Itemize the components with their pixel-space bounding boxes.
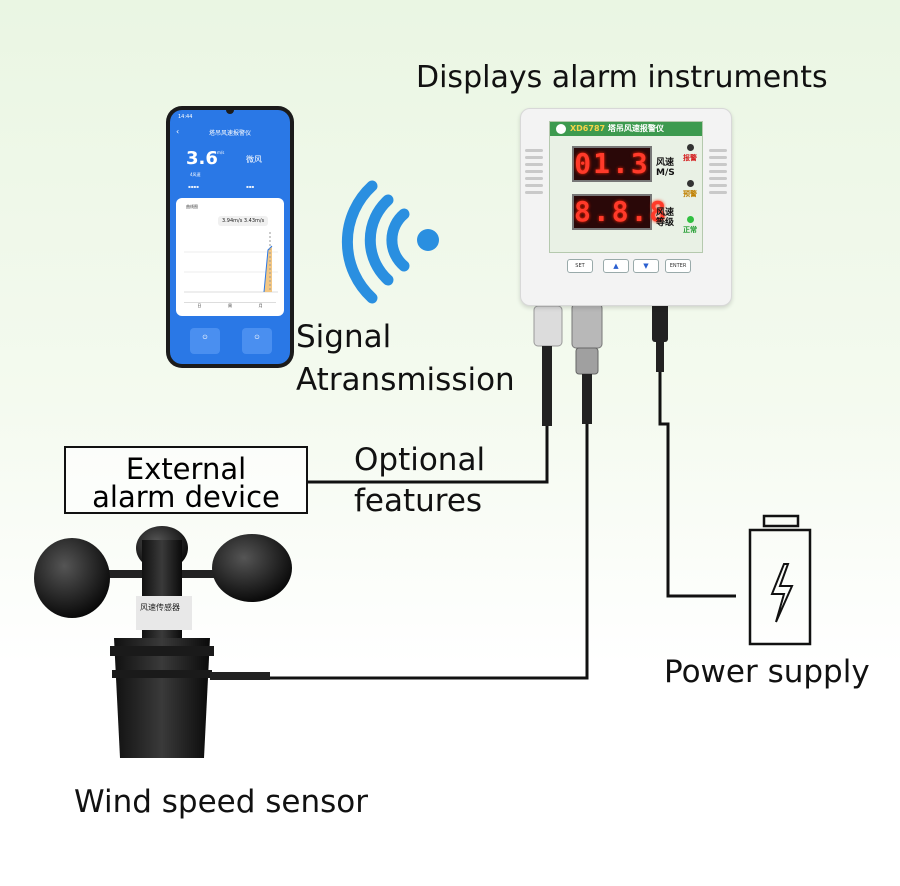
phone-tab-day[interactable]: 日 bbox=[197, 303, 202, 308]
phone-mini-chart bbox=[184, 232, 278, 293]
external-alarm-line2: alarm device bbox=[92, 480, 280, 514]
display-top-label: 风速 M/S bbox=[656, 158, 675, 178]
vents-right bbox=[709, 149, 727, 279]
phone-chart-tooltip: 3.94m/s 3.43m/s bbox=[218, 216, 269, 226]
enter-button[interactable]: ENTER bbox=[665, 259, 691, 273]
phone-meta-2: ▪▪▪ bbox=[246, 184, 255, 189]
wire-optional-alarm bbox=[308, 426, 549, 484]
instrument-header: XD6787 塔吊风速报警仪 bbox=[550, 122, 702, 136]
signal-label-line1: Signal bbox=[296, 319, 392, 355]
phone-card-title: 曲线图 bbox=[186, 204, 198, 209]
diagram-title: Displays alarm instruments bbox=[416, 60, 828, 95]
phone-notch bbox=[226, 110, 234, 114]
phone-tabs: 日 周 月 bbox=[184, 302, 276, 313]
instrument-brand: XD6787 bbox=[570, 124, 606, 133]
phone-status-time: 14:44 bbox=[178, 114, 193, 120]
instrument-name: 塔吊风速报警仪 bbox=[607, 124, 664, 133]
instrument-cables bbox=[533, 302, 668, 426]
anemometer-icon: 风速传感器 bbox=[34, 526, 292, 758]
phone-button-right[interactable]: ⏻ bbox=[242, 328, 272, 354]
wiring bbox=[268, 372, 736, 680]
battery-icon bbox=[748, 514, 812, 646]
phone-sub-text: 4风速 bbox=[190, 172, 201, 177]
signal-transmission-label: Signal Atransmission bbox=[296, 316, 515, 402]
display-wind-level: 8.8.8 bbox=[572, 194, 669, 230]
down-button[interactable]: ▼ bbox=[633, 259, 659, 273]
display-wind-speed: 01.3 bbox=[572, 146, 652, 182]
external-alarm-line1: External bbox=[125, 452, 247, 486]
phone-app-title: 塔吊风速报警仪 bbox=[208, 130, 251, 137]
display-bottom-label: 风速 等级 bbox=[656, 208, 675, 228]
phone-speed-value: 3.6 bbox=[186, 148, 218, 169]
power-icon: ⏻ bbox=[254, 334, 260, 341]
wire-sensor bbox=[268, 424, 589, 680]
up-button[interactable]: ▲ bbox=[603, 259, 629, 273]
optional-features-label: Optional features bbox=[354, 442, 486, 519]
power-icon: ⏻ bbox=[202, 334, 208, 341]
sensor-label-text: 风速传感器 bbox=[140, 602, 180, 612]
phone-button-left[interactable]: ⏻ bbox=[190, 328, 220, 354]
wire-power bbox=[658, 372, 736, 598]
indicator-normal: 正常 bbox=[680, 216, 700, 235]
phone-tab-week[interactable]: 周 bbox=[227, 303, 232, 308]
wifi-signal-icon bbox=[341, 180, 439, 304]
brand-logo-icon bbox=[556, 124, 566, 134]
indicator-pre-alarm: 预警 bbox=[680, 180, 700, 199]
vents-left bbox=[525, 149, 543, 279]
signal-label-line2: Atransmission bbox=[296, 362, 515, 398]
wind-speed-sensor-label: Wind speed sensor bbox=[74, 784, 369, 820]
external-alarm-device-box: External alarm device bbox=[64, 446, 308, 514]
phone-wind-level: 微风 bbox=[246, 155, 262, 164]
phone-tab-month[interactable]: 月 bbox=[258, 303, 263, 308]
power-supply-label: Power supply bbox=[664, 654, 870, 690]
set-button[interactable]: SET bbox=[567, 259, 593, 273]
phone-meta-1: ▪▪▪▪ bbox=[188, 184, 199, 189]
instrument-panel: XD6787 塔吊风速报警仪 01.3 风速 M/S 8.8.8 风速 等级 报… bbox=[549, 121, 703, 253]
indicator-alarm: 报警 bbox=[680, 144, 700, 163]
phone-speed-unit: m/s bbox=[217, 150, 225, 155]
smartphone: 14:44 ‹ 塔吊风速报警仪 3.6 m/s 微风 4风速 ▪▪▪▪ ▪▪▪ … bbox=[166, 106, 294, 368]
phone-screen: 14:44 ‹ 塔吊风速报警仪 3.6 m/s 微风 4风速 ▪▪▪▪ ▪▪▪ … bbox=[170, 110, 290, 364]
back-arrow-icon: ‹ bbox=[176, 127, 180, 136]
alarm-instrument: XD6787 塔吊风速报警仪 01.3 风速 M/S 8.8.8 风速 等级 报… bbox=[520, 108, 732, 306]
phone-chart-card: 曲线图 3.94m/s 3.43m/s 日 周 月 bbox=[176, 198, 284, 316]
